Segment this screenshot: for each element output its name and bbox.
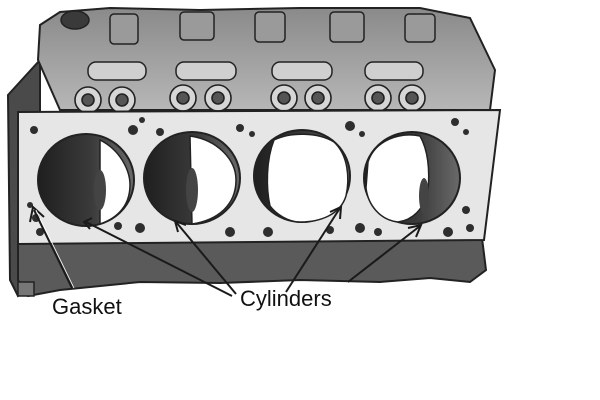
cylinder-1 — [37, 133, 135, 227]
cylinder-3 — [253, 129, 351, 223]
cylinders-label: Cylinders — [240, 286, 332, 311]
head-ribs — [109, 11, 436, 45]
head-oil-hole — [60, 10, 90, 30]
gasket-bolt-holes — [27, 117, 474, 237]
cylinders-arrow-1 — [82, 217, 233, 297]
block-lug — [17, 281, 35, 297]
gasket-label: Gasket — [52, 294, 122, 319]
gasket-arrow — [29, 205, 75, 289]
engine-block — [6, 6, 502, 298]
cylinder-bores — [37, 129, 461, 227]
cylinders-arrow-3 — [285, 205, 343, 293]
cylinders-arrow-2 — [173, 219, 237, 295]
callout-arrows — [29, 205, 423, 297]
intake-ports — [87, 61, 424, 81]
cylinder-2 — [143, 131, 241, 225]
cylinder-4 — [363, 131, 461, 225]
cylinders-arrow-4 — [347, 223, 423, 283]
